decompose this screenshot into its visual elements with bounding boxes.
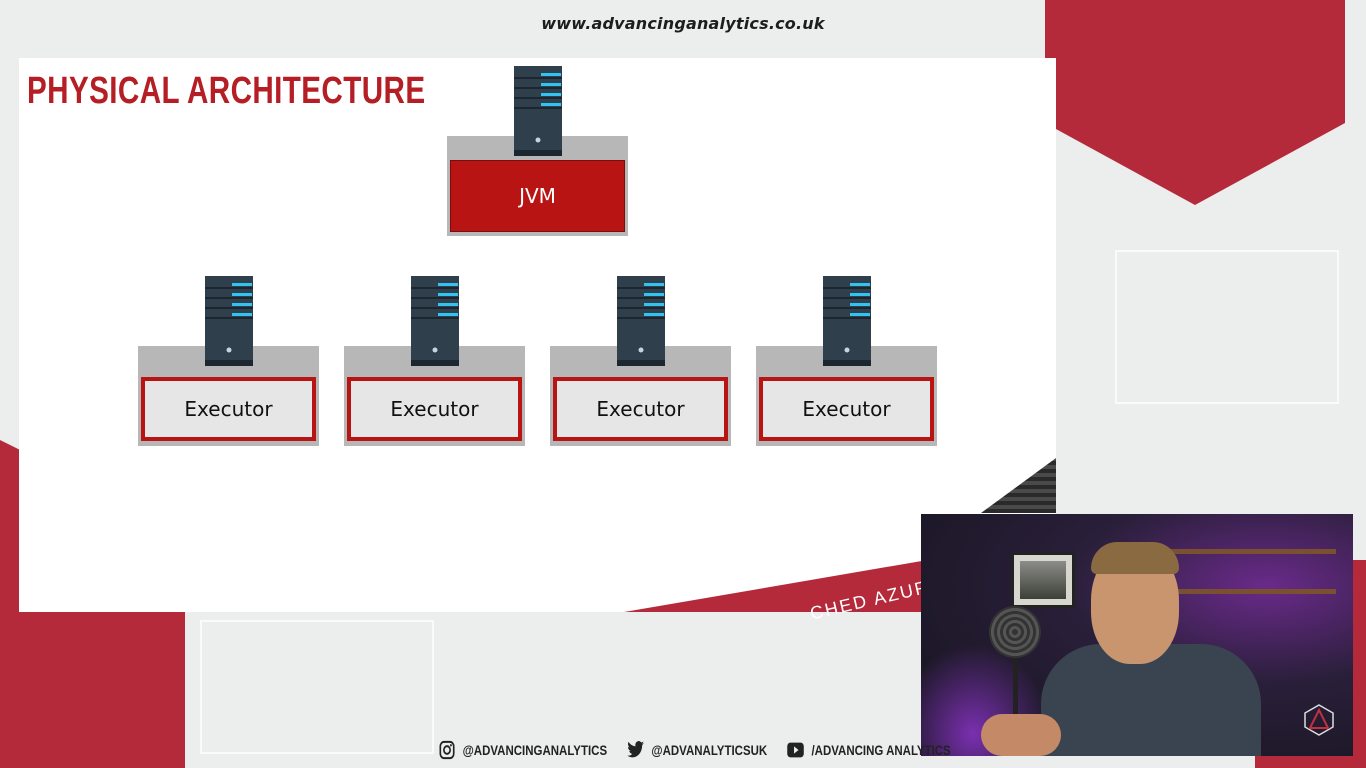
executor-label: Executor xyxy=(759,377,934,441)
server-icon xyxy=(822,276,872,366)
picture-frame xyxy=(1011,552,1075,608)
driver-label: JVM xyxy=(450,160,625,232)
instagram-icon xyxy=(439,740,455,760)
slide: PHYSICAL ARCHITECTURE JVM Executor Execu… xyxy=(19,58,1056,623)
advancing-analytics-logo-icon xyxy=(1304,704,1334,736)
presenter-body xyxy=(1041,644,1261,756)
executor-label: Executor xyxy=(141,377,316,441)
brick-texture xyxy=(981,458,1056,513)
presenter-hair xyxy=(1091,542,1179,574)
server-icon xyxy=(410,276,460,366)
instagram-link[interactable]: @ADVANCINGANALYTICS xyxy=(438,740,607,760)
twitter-handle: @ADVANALYTICSUK xyxy=(651,742,768,758)
server-icon xyxy=(616,276,666,366)
twitter-link[interactable]: @ADVANALYTICSUK xyxy=(627,740,767,760)
executor-label: Executor xyxy=(347,377,522,441)
youtube-icon xyxy=(787,742,805,758)
background-panel xyxy=(200,620,434,754)
presenter-webcam xyxy=(921,514,1353,756)
executor-label: Executor xyxy=(553,377,728,441)
executor-node: Executor xyxy=(550,276,731,446)
shelf xyxy=(1156,549,1336,554)
executor-node: Executor xyxy=(344,276,525,446)
background-panel xyxy=(1115,250,1339,404)
youtube-channel: /ADVANCING ANALYTICS xyxy=(811,742,951,758)
website-url: www.advancinganalytics.co.uk xyxy=(541,14,825,33)
twitter-icon xyxy=(627,741,645,758)
presenter-hand xyxy=(981,714,1061,756)
executor-node: Executor xyxy=(756,276,937,446)
fan-stand xyxy=(1013,658,1018,718)
slide-title: PHYSICAL ARCHITECTURE xyxy=(27,70,426,112)
fan-icon xyxy=(989,606,1041,658)
server-icon xyxy=(204,276,254,366)
social-bar: @ADVANCINGANALYTICS @ADVANALYTICSUK /ADV… xyxy=(438,740,970,760)
executor-node: Executor xyxy=(138,276,319,446)
server-icon xyxy=(513,66,563,156)
shelf xyxy=(1176,589,1336,594)
youtube-link[interactable]: /ADVANCING ANALYTICS xyxy=(787,740,951,760)
instagram-handle: @ADVANCINGANALYTICS xyxy=(462,742,608,758)
driver-node: JVM xyxy=(447,66,628,236)
